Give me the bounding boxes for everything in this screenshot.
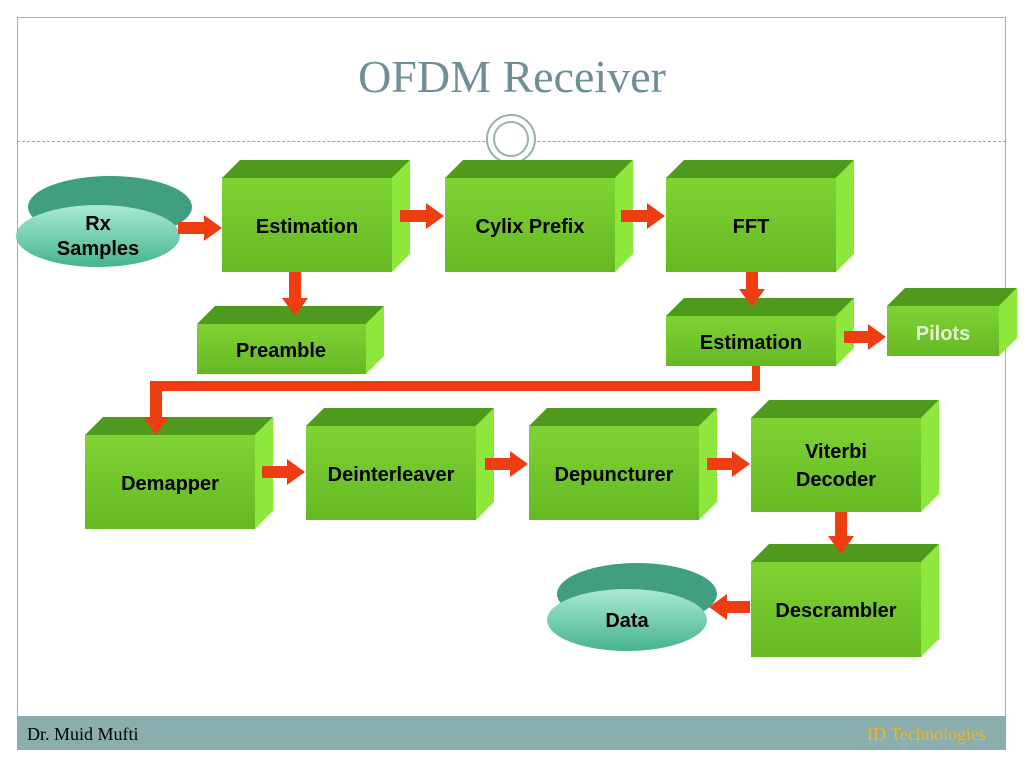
viterbi-decoder-box: Viterbi Decoder [751, 400, 939, 512]
viterbi-label-line2: Decoder [796, 469, 876, 491]
arrow-cyclic-prefix-to-fft [621, 203, 665, 229]
depuncturer-box: Depuncturer [529, 408, 717, 520]
preamble-label: Preamble [236, 340, 326, 362]
estimation-top-box: Estimation [222, 160, 410, 272]
arrow-estimation-to-pilots [844, 324, 886, 350]
descrambler-box: Descrambler [751, 544, 939, 657]
rx-samples-label-line1: Rx [85, 213, 111, 235]
deinterleaver-label: Deinterleaver [328, 464, 455, 486]
estimation-top-label: Estimation [256, 216, 358, 238]
arrow-descrambler-to-data [709, 594, 750, 620]
demapper-label: Demapper [121, 473, 219, 495]
fft-box: FFT [666, 160, 854, 272]
arrow-demapper-to-deinterleaver [262, 459, 305, 485]
depuncturer-label: Depuncturer [555, 464, 674, 486]
arrow-estimation-to-demapper [143, 366, 760, 435]
estimation-second-label: Estimation [700, 332, 802, 354]
footer-company: ID Technologies [867, 724, 986, 744]
arrow-rx-to-estimation [178, 215, 222, 241]
arrow-deinterleaver-to-depuncturer [485, 451, 528, 477]
rx-samples-node: Rx Samples [16, 176, 192, 267]
arrow-estimation-to-preamble [282, 272, 308, 316]
cyclic-prefix-label: Cylix Prefix [476, 216, 585, 238]
arrow-depuncturer-to-viterbi [707, 451, 750, 477]
cyclic-prefix-box: Cylix Prefix [445, 160, 633, 272]
viterbi-label-line1: Viterbi [805, 441, 867, 463]
descrambler-label: Descrambler [775, 600, 896, 622]
deinterleaver-box: Deinterleaver [306, 408, 494, 520]
preamble-box: Preamble [197, 306, 384, 374]
arrow-viterbi-to-descrambler [828, 512, 854, 554]
demapper-box: Demapper [85, 417, 273, 529]
footer-author: Dr. Muid Mufti [27, 724, 139, 744]
arrow-estimation-to-cyclic-prefix [400, 203, 444, 229]
rx-samples-label-line2: Samples [57, 238, 139, 260]
fft-label: FFT [733, 216, 770, 238]
data-node: Data [547, 563, 717, 651]
data-label: Data [605, 610, 649, 632]
footer-bar: Dr. Muid Mufti ID Technologies [17, 716, 1006, 750]
estimation-second-box: Estimation [666, 298, 854, 366]
slide-title: OFDM Receiver [358, 51, 666, 102]
pilots-box: Pilots [887, 288, 1017, 356]
pilots-label: Pilots [916, 323, 970, 345]
arrow-fft-to-estimation [739, 272, 765, 307]
